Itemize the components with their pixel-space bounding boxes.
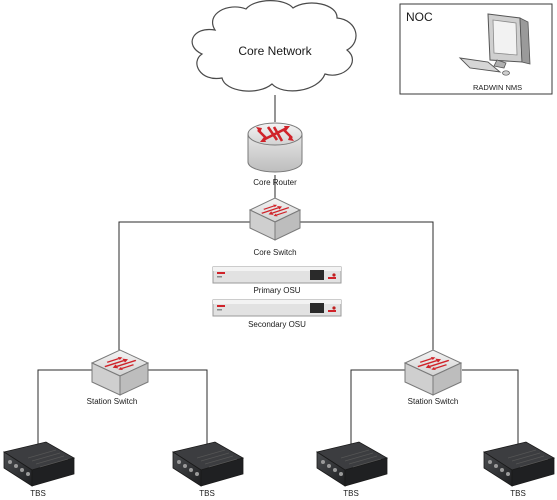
left-station-switch-icon [90, 349, 150, 396]
core-switch-label: Core Switch [253, 248, 297, 257]
link-left-switch-tbs1 [37, 369, 92, 445]
right-station-switch-label: Station Switch [407, 397, 459, 406]
connection-lines [37, 95, 519, 445]
link-left-switch-tbs2 [148, 369, 208, 445]
core-switch-icon [248, 197, 302, 241]
secondary-osu-icon [212, 299, 342, 317]
primary-osu-icon [212, 266, 342, 284]
cloud-icon [191, 0, 357, 92]
tbs-3-label: TBS [343, 489, 359, 498]
tbs-1-label: TBS [30, 489, 46, 498]
workstation-icon [458, 13, 531, 76]
link-core-switch-left [118, 221, 250, 350]
noc-label: NOC [406, 10, 433, 24]
primary-osu-label: Primary OSU [253, 286, 301, 295]
router-icon [247, 122, 303, 173]
left-station-switch-label: Station Switch [86, 397, 138, 406]
tbs-unit-3-icon [315, 441, 389, 487]
link-right-switch-tbs4 [462, 369, 519, 445]
tbs-unit-1-icon [2, 441, 76, 487]
core-router-label: Core Router [253, 178, 297, 187]
tbs-4-label: TBS [510, 489, 526, 498]
link-right-switch-tbs3 [350, 369, 405, 445]
right-station-switch-icon [403, 349, 463, 396]
tbs-unit-2-icon [171, 441, 245, 487]
radwin-nms-label: RADWIN NMS [473, 83, 523, 92]
core-network-label: Core Network [238, 44, 312, 58]
link-core-switch-right [300, 221, 434, 350]
tbs-2-label: TBS [199, 489, 215, 498]
tbs-unit-4-icon [482, 441, 556, 487]
secondary-osu-label: Secondary OSU [248, 320, 306, 329]
